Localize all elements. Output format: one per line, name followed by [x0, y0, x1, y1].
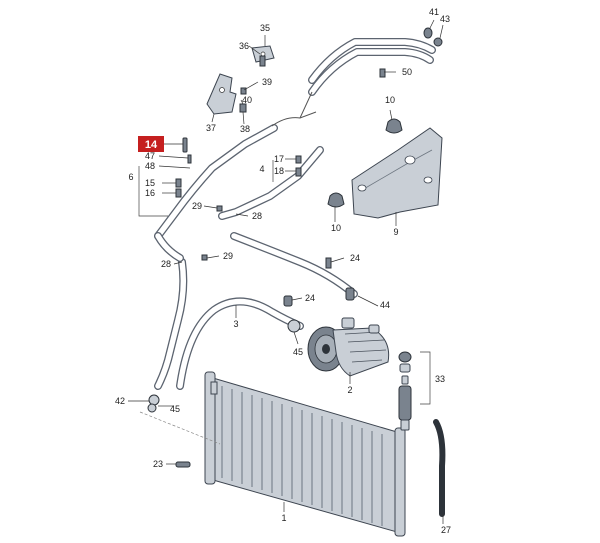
callout-label[interactable]: 18	[274, 166, 284, 176]
callout-label[interactable]: 45	[293, 347, 303, 357]
callout-labels: 1 2 3 4 6 9 10 10 15 16 17 18 23 24 24 2…	[115, 7, 451, 535]
callout-label[interactable]: 39	[262, 77, 272, 87]
callout-label[interactable]: 29	[192, 201, 202, 211]
callout-label[interactable]: 27	[441, 525, 451, 535]
condenser-fins	[221, 386, 383, 526]
rubber-mount[interactable]	[385, 118, 403, 134]
callout-label[interactable]: 45	[170, 404, 180, 414]
condenser-right-tank	[394, 427, 406, 537]
callout-label[interactable]: 23	[153, 459, 163, 469]
condenser-bracket	[210, 381, 218, 395]
callout-label[interactable]: 33	[435, 374, 445, 384]
callout-label[interactable]: 24	[350, 253, 360, 263]
callout-label[interactable]: 4	[259, 164, 264, 174]
highlight-callout[interactable]: 14	[138, 136, 164, 152]
bracket[interactable]	[206, 73, 237, 115]
condenser[interactable]	[204, 371, 406, 537]
callout-label[interactable]: 17	[274, 154, 284, 164]
condenser-left-tank	[204, 371, 216, 485]
ac-line-upper[interactable]	[308, 38, 436, 96]
compressor[interactable]	[307, 317, 390, 377]
callout-label[interactable]: 3	[233, 319, 238, 329]
callout-label[interactable]: 28	[161, 259, 171, 269]
receiver-dryer[interactable]	[398, 351, 412, 431]
callout-label[interactable]: 44	[380, 300, 390, 310]
callout-label[interactable]: 2	[347, 385, 352, 395]
mounting-plate[interactable]	[251, 45, 275, 63]
callout-label[interactable]: 29	[223, 251, 233, 261]
fastener-bolts	[147, 27, 443, 468]
callout-label[interactable]: 35	[260, 23, 270, 33]
callout-label[interactable]: 38	[240, 124, 250, 134]
leader-lines	[128, 19, 444, 524]
callout-label[interactable]: 10	[331, 223, 341, 233]
callout-label[interactable]: 37	[206, 123, 216, 133]
rubber-mount[interactable]	[327, 192, 345, 208]
ac-line-main[interactable]	[154, 124, 278, 240]
callout-label[interactable]: 28	[252, 211, 262, 221]
callout-label[interactable]: 9	[393, 227, 398, 237]
callout-label[interactable]: 16	[145, 188, 155, 198]
callout-label[interactable]: 42	[115, 396, 125, 406]
callout-label[interactable]: 6	[128, 172, 133, 182]
callout-label[interactable]: 24	[305, 293, 315, 303]
callout-label[interactable]: 43	[440, 14, 450, 24]
callout-label-highlighted: 14	[145, 139, 158, 151]
callout-label[interactable]: 10	[385, 95, 395, 105]
callout-label[interactable]: 15	[145, 178, 155, 188]
heat-shield[interactable]	[351, 127, 443, 219]
callout-label[interactable]: 41	[429, 7, 439, 17]
callout-label[interactable]: 48	[145, 161, 155, 171]
callout-label[interactable]: 47	[145, 151, 155, 161]
callout-label[interactable]: 40	[242, 95, 252, 105]
callout-label[interactable]: 1	[281, 513, 286, 523]
callout-label[interactable]: 50	[402, 67, 412, 77]
ac-line-compressor[interactable]	[176, 297, 304, 390]
ac-line-vertical[interactable]	[154, 232, 188, 390]
callout-label[interactable]: 36	[239, 41, 249, 51]
drain-hose[interactable]	[433, 419, 446, 517]
ac-line-middle[interactable]	[218, 146, 324, 220]
ac-line-lower[interactable]	[230, 232, 358, 298]
